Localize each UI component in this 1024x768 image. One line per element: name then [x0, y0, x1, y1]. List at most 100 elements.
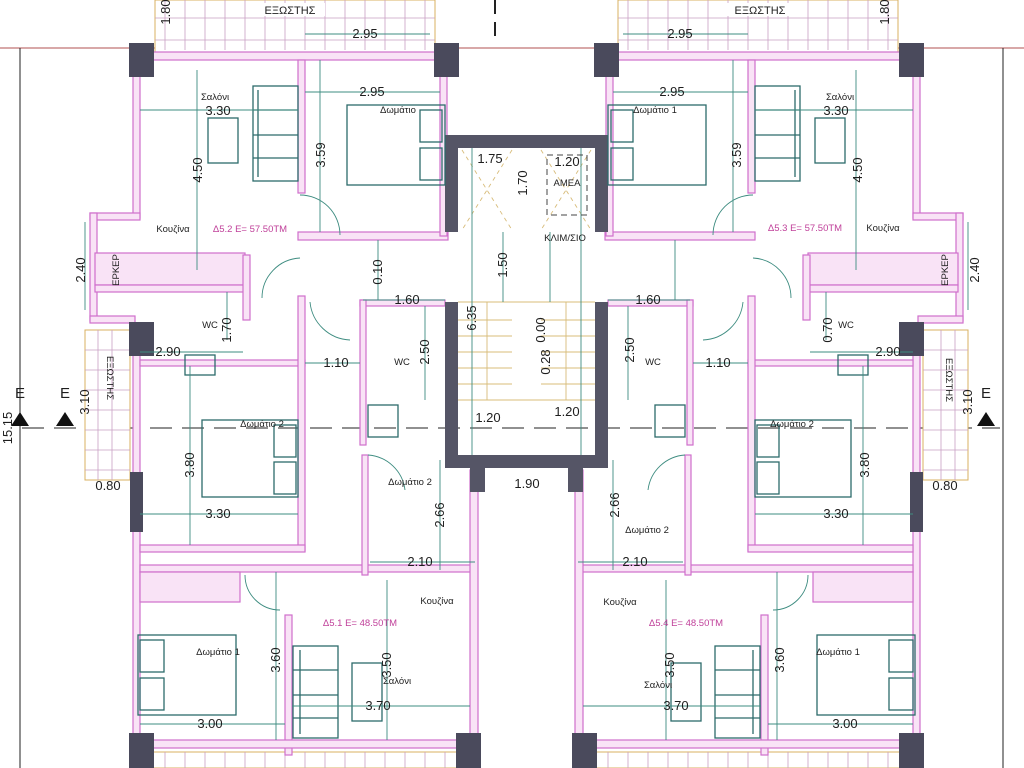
room-label: Δωμάτιο 2	[240, 419, 284, 430]
dimension-label: 3.70	[663, 698, 688, 713]
dimension-label: 1.90	[514, 476, 539, 491]
room-label: ΕΞΩΣΤΗΣ	[104, 356, 115, 400]
dimension-label: 0.80	[932, 478, 957, 493]
dimension-label: 4.50	[850, 157, 865, 182]
dimension-label: 2.50	[622, 337, 637, 362]
dimension-label: 6.35	[464, 305, 479, 330]
room-label: ΕΡΚΕΡ	[940, 254, 951, 286]
section-marker-icon	[56, 412, 74, 426]
sofa	[292, 645, 339, 739]
room-label: WC	[645, 357, 661, 368]
accessible-area-marker	[546, 154, 588, 216]
room-label: Δωμάτιο	[380, 105, 416, 116]
section-label: E	[15, 385, 25, 402]
dimension-label: 3.80	[857, 452, 872, 477]
dimension-label: 1.10	[705, 355, 730, 370]
dimension-label: 3.30	[823, 103, 848, 118]
balcony-label: ΕΞΩΣΤΗΣ	[735, 5, 786, 17]
dimension-label: 1.80	[877, 0, 892, 25]
unit-area-label: Δ5.2 Ε= 57.50ΤΜ	[213, 224, 287, 235]
room-label: Δωμάτιο 2	[388, 477, 432, 488]
dimension-label: 3.70	[365, 698, 390, 713]
dimension-label: 3.00	[832, 716, 857, 731]
dimension-label: 3.30	[823, 506, 848, 521]
room-label: Κουζίνα	[156, 224, 190, 235]
dimension-label: 0.00	[533, 317, 548, 342]
bed	[137, 634, 237, 716]
room-label: WC	[394, 357, 410, 368]
dimension-label: 0.10	[370, 259, 385, 284]
room-label: Κουζίνα	[603, 597, 637, 608]
dimension-label: 2.50	[417, 339, 432, 364]
dimension-label: 4.50	[190, 157, 205, 182]
dimension-label: 3.50	[379, 652, 394, 677]
dimension-label: 1.70	[219, 317, 234, 342]
dimension-label: 3.59	[729, 142, 744, 167]
dimension-label: 1.10	[323, 355, 348, 370]
balcony-label: ΕΞΩΣΤΗΣ	[265, 5, 316, 17]
dimension-label: 3.50	[662, 652, 677, 677]
unit-area-label: Δ5.1 Ε= 48.50ΤΜ	[323, 618, 397, 629]
dimension-label: 2.40	[967, 257, 982, 282]
balcony-label-background	[255, 3, 325, 16]
room-label: Δωμάτιο 1	[196, 647, 240, 658]
section-marker-icon	[11, 412, 29, 426]
dimension-label: 3.10	[960, 389, 975, 414]
dimension-label: 3.30	[205, 103, 230, 118]
dimension-label: 0.28	[538, 349, 553, 374]
section-marker-icon	[977, 412, 995, 426]
side-balcony	[84, 329, 131, 481]
dimension-label: 2.40	[73, 257, 88, 282]
room-label: Δωμάτιο 1	[816, 647, 860, 658]
dimension-label: 2.66	[607, 492, 622, 517]
room-label: ΕΡΚΕΡ	[111, 254, 122, 286]
room-label: ΕΞΩΣΤΗΣ	[943, 358, 954, 402]
section-label: E	[981, 385, 991, 402]
dimension-label: 3.60	[268, 647, 283, 672]
balcony-label-background	[725, 3, 795, 16]
room-label: ΑΜΕΑ	[554, 178, 582, 189]
dimension-label: 3.00	[197, 716, 222, 731]
dimension-label: 1.70	[515, 170, 530, 195]
dimension-label: 1.80	[158, 0, 173, 25]
apartment-half-geometry	[84, 0, 527, 768]
apartment-half-geometry-mirrored	[525, 0, 969, 768]
room-label: Σαλόνι	[826, 92, 854, 103]
bed	[346, 104, 446, 186]
dimension-label: 2.95	[667, 26, 692, 41]
dimension-label: 2.95	[352, 26, 377, 41]
dimension-label: 2.90	[155, 344, 180, 359]
room-label: Σαλόνι	[383, 676, 411, 687]
unit-area-label: Δ5.4 Ε= 48.50ΤΜ	[649, 618, 723, 629]
coffee-table	[351, 662, 383, 722]
room-label: Δωμάτιο 1	[633, 105, 677, 116]
dimension-label: 1.20	[554, 154, 579, 169]
dimension-label: 3.10	[77, 389, 92, 414]
sofa	[252, 85, 299, 182]
dimension-label: 3.59	[313, 142, 328, 167]
dimension-label: 1.20	[475, 410, 500, 425]
room-label: Δωμάτιο 2	[770, 419, 814, 430]
room-label: ΚΛΙΜ/ΣΙΟ	[544, 233, 586, 244]
dimension-label: 15.15	[0, 412, 15, 445]
dimension-label: 0.70	[820, 317, 835, 342]
unit-area-label: Δ5.3 Ε= 57.50ΤΜ	[768, 223, 842, 234]
room-label: WC	[202, 320, 218, 331]
room-label: Σαλόνι	[644, 680, 672, 691]
room-label: Σαλόνι	[201, 92, 229, 103]
dimension-label: 3.30	[205, 506, 230, 521]
dimension-label: 3.60	[772, 647, 787, 672]
room-label: Κουζίνα	[420, 596, 454, 607]
dimension-label: 2.10	[407, 554, 432, 569]
dimension-label: 2.66	[432, 502, 447, 527]
bed	[201, 419, 299, 498]
bottom-balcony	[149, 751, 461, 768]
room-label: Κουζίνα	[866, 223, 900, 234]
coffee-table	[207, 117, 239, 164]
room-label: Δωμάτιο 2	[625, 525, 669, 536]
dimension-label: 2.90	[875, 344, 900, 359]
dimension-label: 1.20	[554, 404, 579, 419]
dimension-label: 2.10	[622, 554, 647, 569]
dimension-label: 2.95	[359, 84, 384, 99]
